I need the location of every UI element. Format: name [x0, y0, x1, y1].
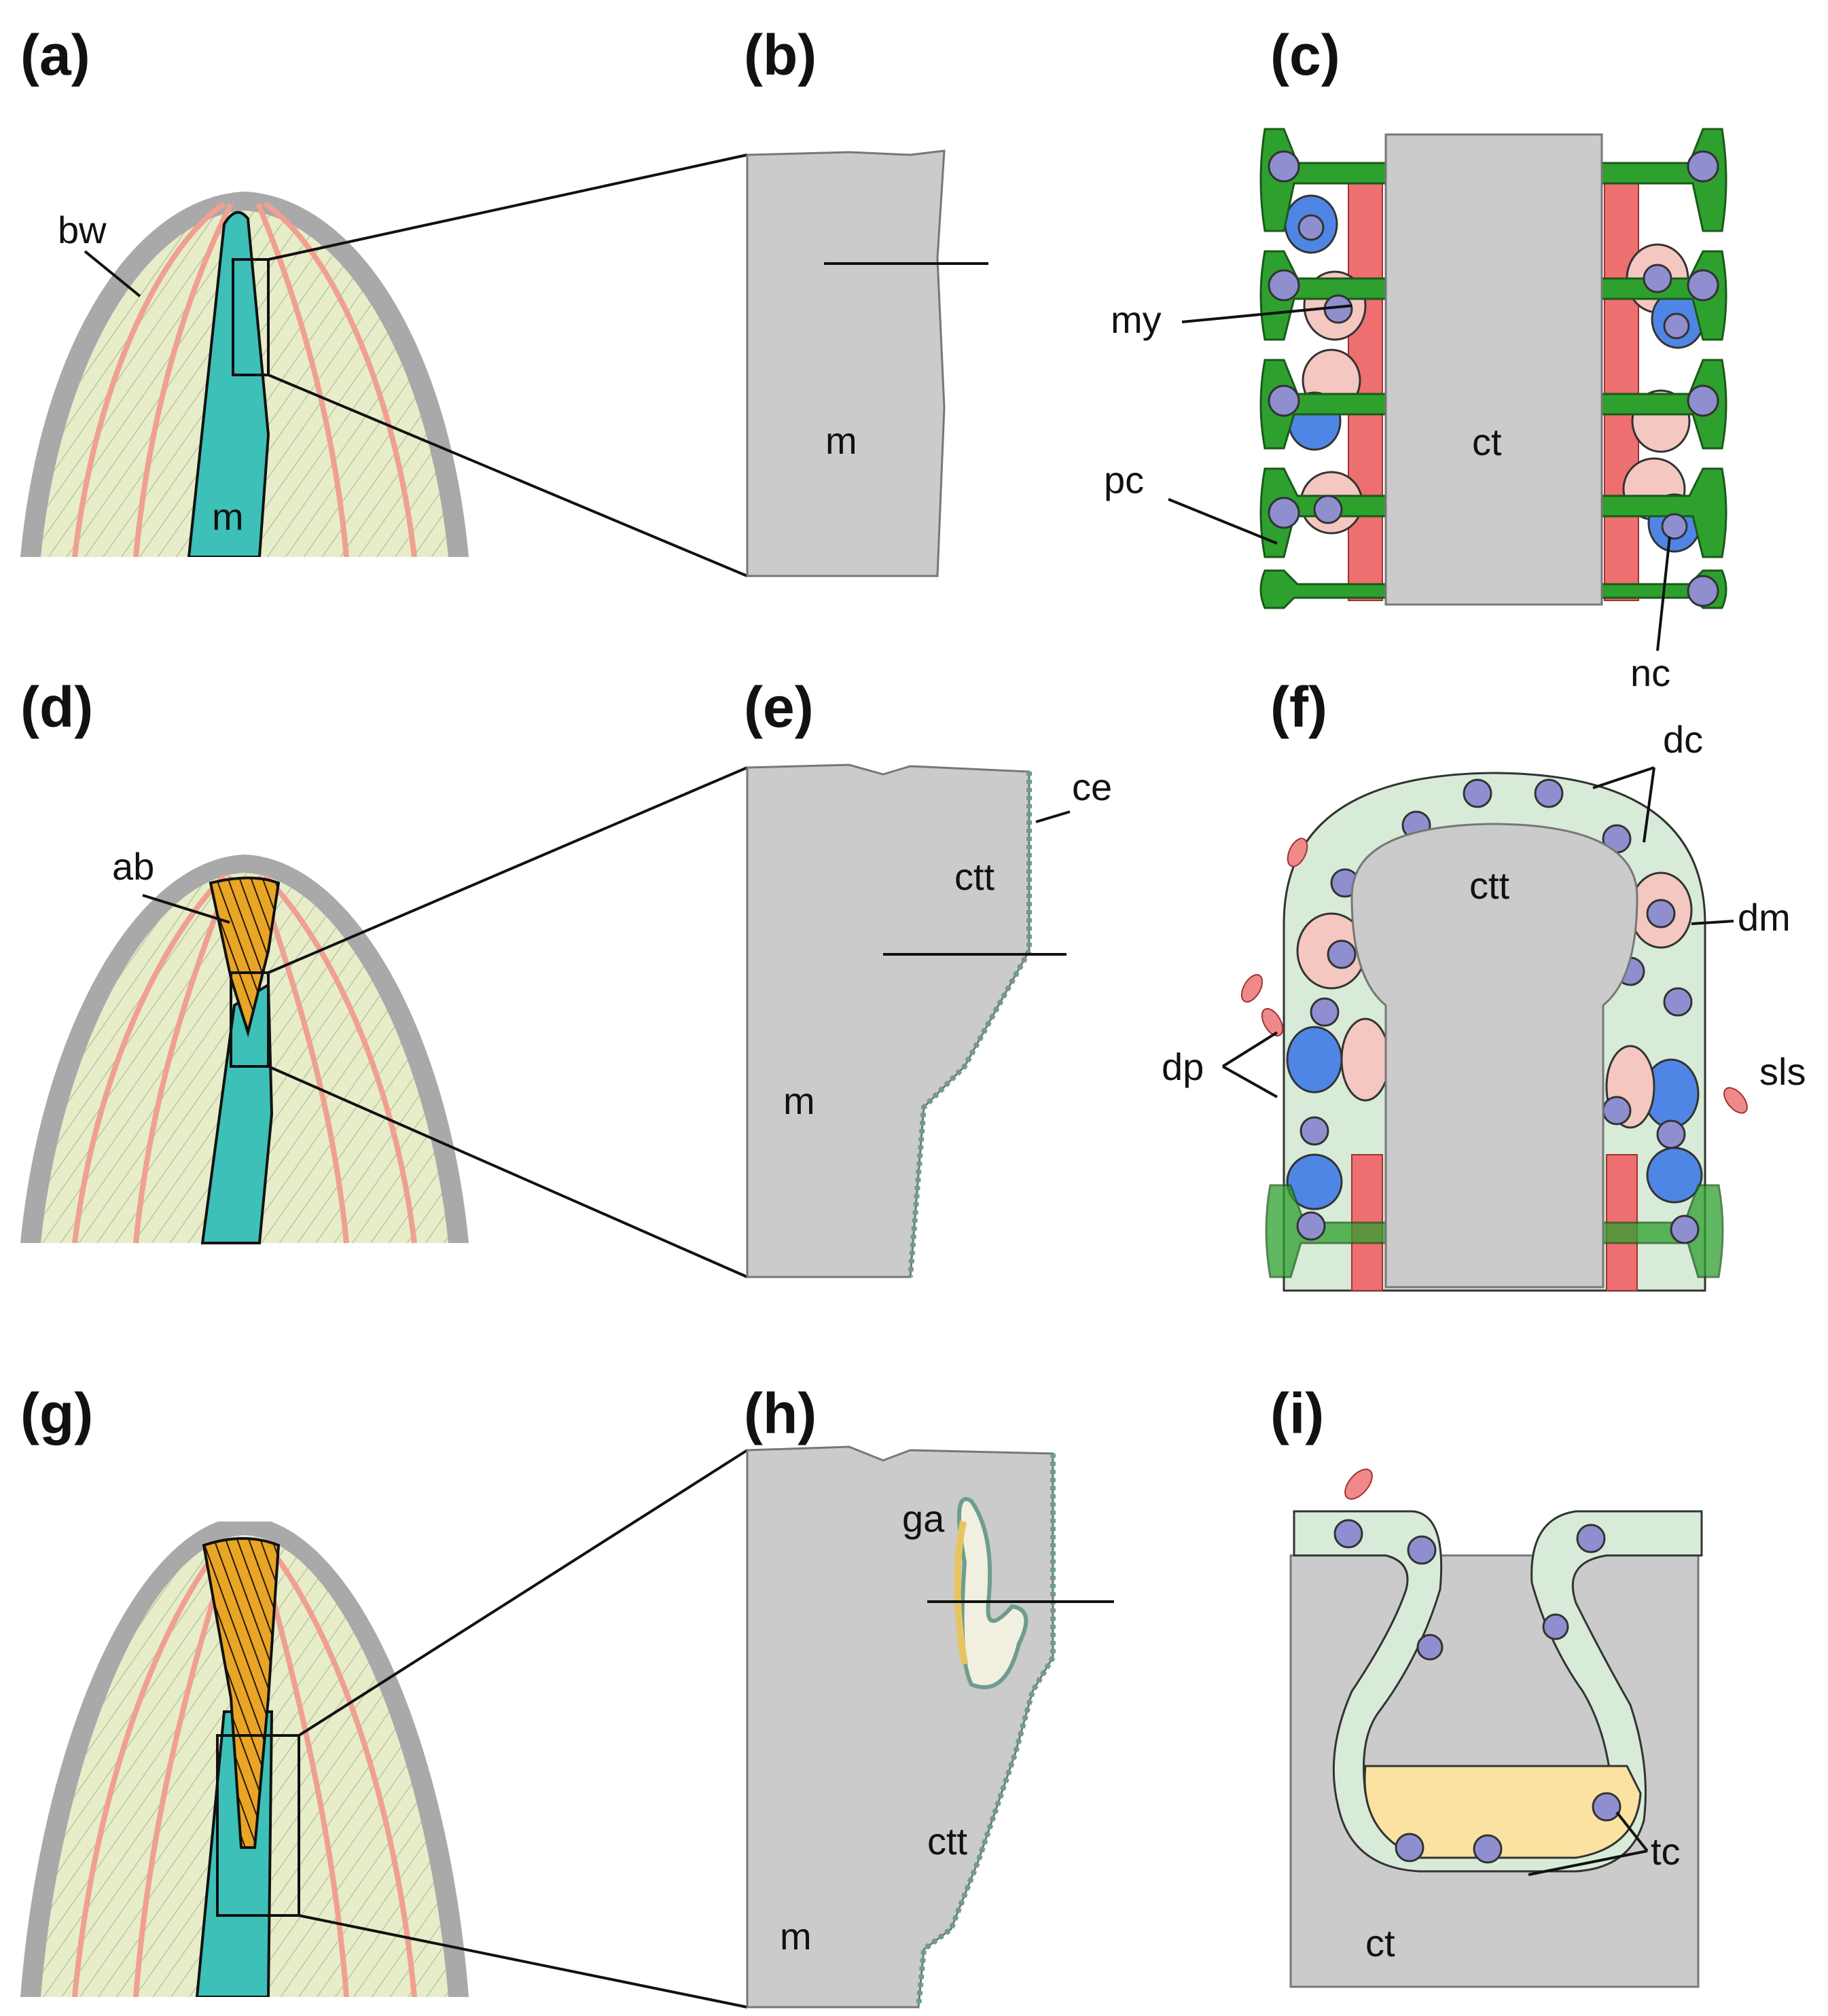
leader-tc-1 [1528, 1850, 1648, 1876]
panel-a-letter: (a) [20, 23, 90, 87]
medulla-a [187, 211, 270, 557]
label-ct-c: ct [1472, 420, 1502, 463]
leader-nc [1656, 536, 1671, 651]
label-dc: dc [1663, 718, 1703, 761]
band-left-inner [133, 202, 234, 557]
label-m-e: m [783, 1079, 815, 1122]
sls-cells [1240, 838, 1748, 1114]
panel-g-letter: (g) [20, 1382, 93, 1445]
label-nc: nc [1630, 651, 1670, 694]
panel-c-letter: (c) [1270, 23, 1340, 87]
zoom-line-g-bottom [298, 1914, 748, 2009]
epithelium-e [908, 772, 1032, 1278]
blastema-d [209, 876, 281, 1038]
connective-tissue-c [1384, 133, 1603, 606]
panel-h: (h) ga ctt m [744, 1382, 1114, 2009]
leader-ab [142, 894, 230, 924]
groove-h [957, 1496, 1028, 1689]
nuclei-c [1268, 150, 1719, 607]
u-bottom-yellow [1363, 1765, 1642, 1859]
zoom-line-d-bottom [268, 1065, 748, 1278]
label-m-h: m [780, 1915, 812, 1958]
label-ctt-f: ctt [1469, 864, 1510, 907]
label-ab: ab [112, 845, 154, 888]
nuclei-i [1333, 1519, 1621, 1864]
panel-e-letter: (e) [744, 675, 814, 739]
panel-f-letter: (f) [1270, 675, 1327, 739]
groove-yellow [954, 1521, 968, 1665]
label-ce: ce [1072, 766, 1112, 808]
zoom-line-a-top [268, 154, 748, 261]
label-dm: dm [1738, 896, 1791, 939]
panel-g: (g) [20, 1382, 749, 2009]
label-m-a: m [212, 495, 244, 538]
ctt-core-f [1350, 823, 1638, 1289]
nuclei-f [1296, 778, 1700, 1244]
panel-c: (c) [1104, 23, 1727, 694]
panel-d-letter: (d) [20, 675, 93, 739]
u-cell-layer [1293, 1510, 1703, 1873]
panel-d: (d) ab [20, 675, 748, 1278]
leader-pc [1168, 498, 1278, 545]
label-m-b: m [825, 419, 857, 462]
leader-dm [1691, 920, 1734, 925]
epithelium-h [916, 1454, 1056, 2008]
label-ctt-e: ctt [954, 855, 995, 898]
zoom-box-g [216, 1734, 300, 1917]
sls-cell-i [1344, 1469, 1373, 1500]
leader-dc-1 [1592, 766, 1655, 789]
label-ctt-h: ctt [927, 1820, 968, 1862]
panel-i: (i) ct tc [1270, 1382, 1703, 1988]
panel-i-letter: (i) [1270, 1382, 1324, 1445]
band-right-outer [263, 201, 417, 557]
arm-tip-d [20, 854, 469, 1244]
arm-tip-g [20, 1522, 469, 1997]
leader-bw [84, 250, 141, 298]
label-my: my [1111, 298, 1162, 341]
leader-ce [1035, 810, 1071, 823]
panel-a: (a) bw m [20, 23, 748, 577]
panel-h-letter: (h) [744, 1382, 817, 1445]
zoom-line-a-bottom [268, 374, 748, 577]
band-left-outer [72, 201, 226, 557]
panel-f: (f) [1162, 675, 1806, 1292]
medulla-d [200, 982, 274, 1244]
muscle-right [1604, 181, 1639, 601]
label-tc: tc [1651, 1830, 1681, 1873]
label-ga: ga [902, 1497, 945, 1540]
leader-tc-2 [1615, 1811, 1649, 1852]
leader-my [1181, 304, 1352, 323]
panel-e: (e) ce ctt m [744, 675, 1112, 1278]
label-dp: dp [1162, 1045, 1204, 1088]
panel-b: (b) m [744, 23, 988, 577]
leader-dc-2 [1643, 767, 1655, 843]
zoom-box-a [232, 258, 270, 376]
leader-dp-1 [1221, 1031, 1278, 1068]
label-sls: sls [1759, 1050, 1806, 1093]
zoom-line-g-top [298, 1449, 749, 1737]
blastema-g [202, 1537, 281, 1849]
panel-b-letter: (b) [744, 23, 817, 87]
label-ct-i: ct [1365, 1922, 1395, 1964]
label-bw: bw [58, 209, 107, 251]
zoom-box-d [230, 971, 270, 1068]
zoom-line-d-top [268, 766, 748, 974]
tissue-b [746, 149, 946, 577]
tissue-e [746, 763, 1031, 1278]
label-pc: pc [1104, 458, 1144, 501]
leader-dp-2 [1222, 1065, 1278, 1098]
arm-tip-a [20, 192, 469, 557]
band-right-inner [255, 202, 349, 557]
